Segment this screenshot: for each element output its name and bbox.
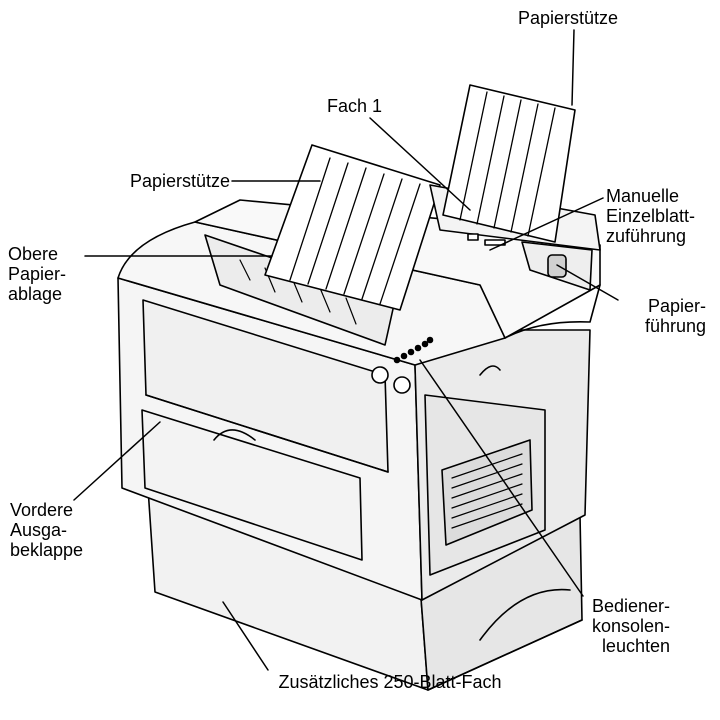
callout-text: Zusätzliches 250-Blatt-Fach xyxy=(278,672,502,692)
callout-text-line: Papier- xyxy=(647,296,706,316)
callout-text: Papierstütze xyxy=(517,8,619,28)
callout-text-line: leuchten xyxy=(601,636,670,656)
callout-text-line: Einzelblatt- xyxy=(606,206,696,226)
callout-text-line: zuführung xyxy=(606,226,687,246)
callout-text-line: führung xyxy=(644,316,706,336)
paper-guide-shape xyxy=(521,241,593,291)
leader-manual-feed xyxy=(489,197,604,251)
leader-paper-guide xyxy=(556,264,619,301)
callout-text: Fach 1 xyxy=(326,96,382,116)
leader-optional-tray xyxy=(222,601,269,671)
callout-text: Papierstütze xyxy=(129,171,230,191)
leader-front-output-door xyxy=(73,421,161,501)
paper-support-front-shape xyxy=(264,144,441,311)
callout-front-output-door: Vordere Ausga- beklappe xyxy=(10,500,110,560)
callout-manual-feed: Manuelle Einzelblatt- zuführung xyxy=(606,186,716,246)
callout-text-line: Vordere xyxy=(10,500,74,520)
callout-paper-support-front: Papierstütze xyxy=(80,171,230,191)
operator-panel xyxy=(371,336,434,394)
callout-text-line: beklappe xyxy=(10,540,84,560)
leader-paper-support-rear xyxy=(571,29,575,106)
callout-optional-tray: Zusätzliches 250-Blatt-Fach xyxy=(240,672,540,692)
callout-text-line: Bediener- xyxy=(591,596,670,616)
callout-operator-panel-lights: Bediener- konsolen- leuchten xyxy=(560,596,670,656)
leader-tray-1 xyxy=(369,117,471,211)
callout-text-line: Obere xyxy=(8,244,59,264)
callout-text-line: konsolen- xyxy=(591,616,670,636)
callout-paper-guide: Papier- führung xyxy=(596,296,706,336)
callout-text-line: Manuelle xyxy=(606,186,680,206)
callout-tray-1: Fach 1 xyxy=(262,96,382,116)
callout-paper-support-rear: Papierstütze xyxy=(488,8,648,28)
leader-lines xyxy=(73,29,619,671)
paper-support-rear-shape xyxy=(442,84,576,243)
leader-operator-panel xyxy=(419,359,584,597)
callout-top-output-bin: Obere Papier- ablage xyxy=(8,244,98,304)
callout-text-line: Papier- xyxy=(8,264,67,284)
callout-text-line: ablage xyxy=(8,284,63,304)
callout-text-line: Ausga- xyxy=(10,520,68,540)
